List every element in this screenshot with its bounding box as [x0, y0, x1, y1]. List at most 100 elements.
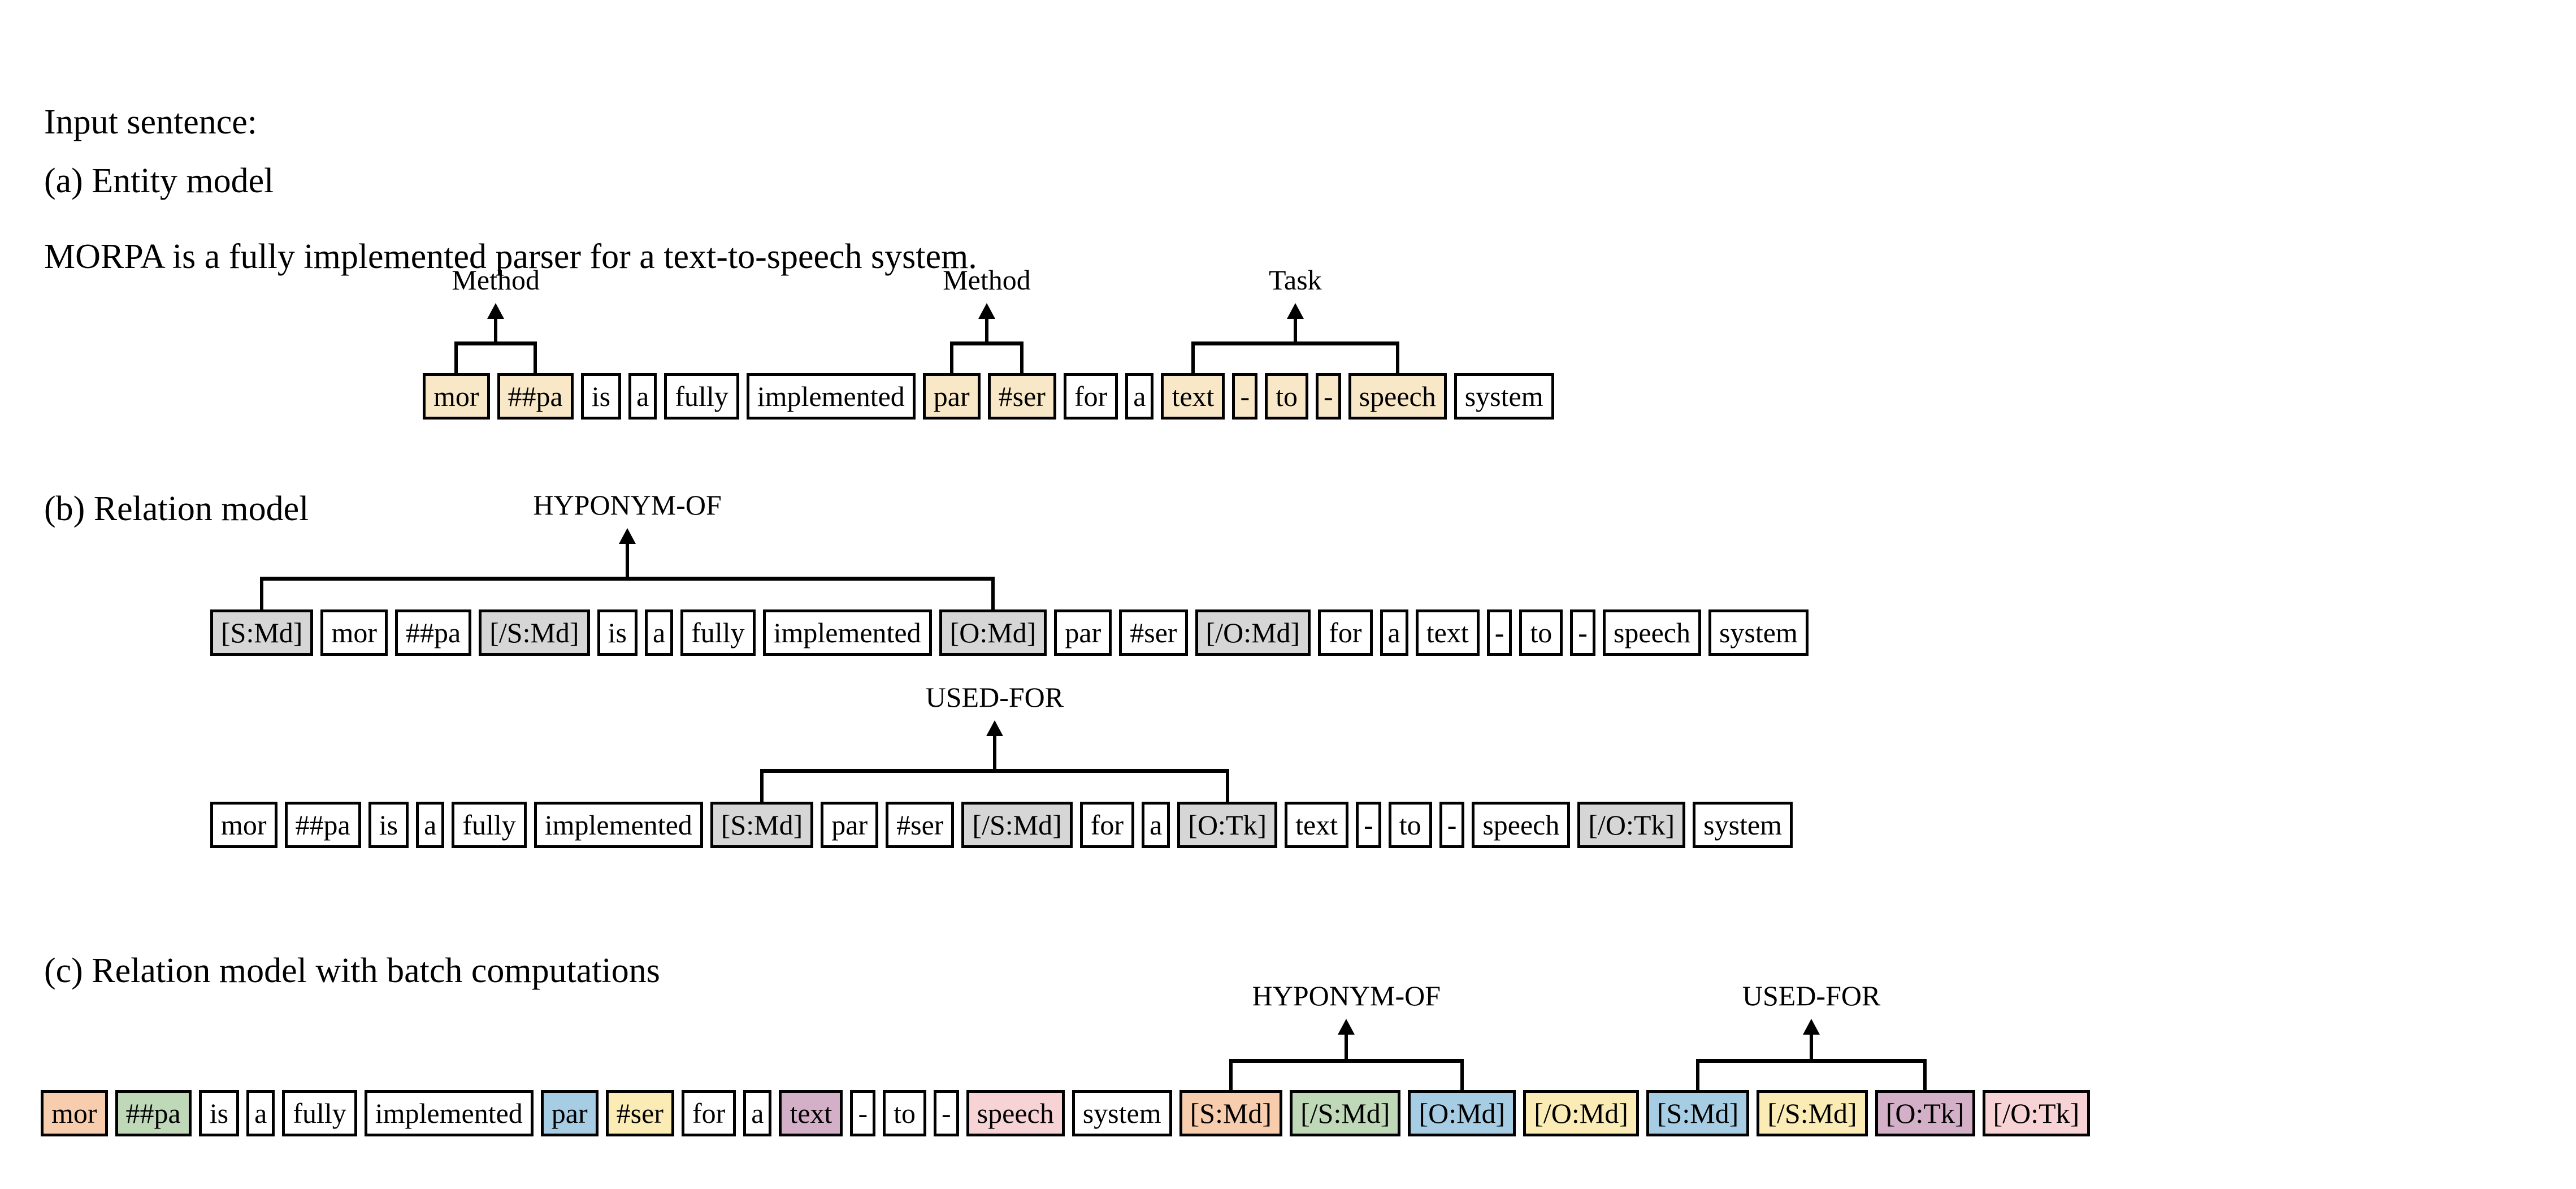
bracket-arrow-head: [986, 720, 1003, 736]
bracket-horizontal-bar: [260, 577, 995, 581]
bracket-arrow-stem: [1810, 1034, 1814, 1059]
relation-type-label: HYPONYM-OF: [533, 489, 722, 521]
bracket-arrow-stem: [626, 543, 630, 577]
relation-model-row-2-token: system: [1693, 802, 1793, 848]
relation-model-row-2-token: to: [1388, 802, 1432, 848]
batch-model-token: system: [1072, 1090, 1172, 1136]
relation-type-label: USED-FOR: [1742, 980, 1881, 1011]
relation-model-row-2-token: [S:Md]: [710, 802, 814, 848]
batch-model-token: par: [540, 1090, 599, 1136]
bracket-arrow-stem: [992, 735, 996, 769]
batch-model-token: is: [198, 1090, 240, 1136]
relation-model-row-2-token: [/S:Md]: [961, 802, 1073, 848]
input-sentence-text: MORPA is a fully implemented parser for …: [44, 237, 977, 276]
relation-model-row-2-token: for: [1079, 802, 1135, 848]
input-sentence-block: Input sentence: MORPA is a fully impleme…: [44, 10, 977, 369]
entity-model-token: #ser: [987, 373, 1056, 420]
relation-model-row-1-token: [S:Md]: [210, 609, 314, 656]
bracket-arrow-head: [978, 303, 995, 319]
batch-model-token: text: [779, 1090, 843, 1136]
bracket-arrow-stem: [1293, 318, 1297, 341]
relation-model-row-2-token: -: [1439, 802, 1465, 848]
bracket-horizontal-bar: [1229, 1059, 1464, 1063]
batch-model-token: for: [681, 1090, 736, 1136]
entity-model-token: implemented: [746, 373, 916, 420]
entity-model-token: -: [1232, 373, 1258, 420]
entity-model-token: is: [580, 373, 622, 420]
relation-model-row-2-token: mor: [210, 802, 277, 848]
relation-model-row-1-token: fully: [680, 609, 756, 656]
relation-model-row-1-token: to: [1519, 609, 1563, 656]
relation-model-row-2-token: speech: [1472, 802, 1571, 848]
section-heading-relation-model: (b) Relation model: [44, 490, 309, 528]
batch-model-token: -: [850, 1090, 876, 1136]
batch-model-token: mor: [41, 1090, 108, 1136]
relation-model-row-1-token: [/S:Md]: [479, 609, 590, 656]
input-sentence-label: Input sentence:: [44, 102, 258, 141]
entity-model-token: ##pa: [497, 373, 574, 420]
relation-model-row-1-token: a: [644, 609, 674, 656]
relation-model-row-2-token: ##pa: [284, 802, 361, 848]
batch-model-token: a: [743, 1090, 772, 1136]
relation-model-row-1-token: [/O:Md]: [1195, 609, 1311, 656]
relation-model-row-2-token: implemented: [534, 802, 703, 848]
entity-type-label: Method: [452, 264, 540, 296]
bracket-arrow-head: [1338, 1019, 1355, 1035]
section-heading-batch-relation-model: (c) Relation model with batch computatio…: [44, 952, 660, 990]
relation-model-row-2-token: -: [1356, 802, 1381, 848]
batch-model-token: to: [883, 1090, 927, 1136]
batch-model-token: [/S:Md]: [1757, 1090, 1868, 1136]
entity-model-token: for: [1063, 373, 1118, 420]
relation-model-row-2-token: #ser: [886, 802, 955, 848]
relation-model-row-1-token: mor: [320, 609, 388, 656]
relation-model-row-1-token: system: [1708, 609, 1809, 656]
batch-model-token: [/O:Tk]: [1982, 1090, 2091, 1136]
relation-model-row-1-token: -: [1486, 609, 1512, 656]
entity-model-token: a: [628, 373, 657, 420]
relation-model-row-1-token: text: [1415, 609, 1480, 656]
entity-type-label: Method: [943, 264, 1031, 296]
bracket-horizontal-bar: [1696, 1059, 1927, 1063]
relation-model-row-1-token: speech: [1602, 609, 1701, 656]
relation-model-row-2-token: [O:Tk]: [1177, 802, 1278, 848]
relation-model-row-1-token: for: [1318, 609, 1373, 656]
batch-model-token: [O:Tk]: [1875, 1090, 1975, 1136]
relation-model-row-1-token: -: [1570, 609, 1595, 656]
bracket-arrow-stem: [985, 318, 988, 341]
entity-model-token: mor: [423, 373, 490, 420]
relation-model-row-2-token: is: [368, 802, 409, 848]
entity-type-label: Task: [1268, 264, 1322, 296]
relation-model-row-1-token: ##pa: [395, 609, 472, 656]
batch-model-token: [/S:Md]: [1290, 1090, 1401, 1136]
batch-model-token: [S:Md]: [1646, 1090, 1750, 1136]
batch-model-token: implemented: [364, 1090, 534, 1136]
relation-type-label: HYPONYM-OF: [1252, 980, 1441, 1011]
entity-model-token: -: [1316, 373, 1341, 420]
batch-model-token: [/O:Md]: [1523, 1090, 1639, 1136]
bracket-arrow-head: [619, 528, 636, 544]
relation-model-row-2-token: [/O:Tk]: [1577, 802, 1686, 848]
entity-model-token: to: [1265, 373, 1309, 420]
relation-type-label: USED-FOR: [925, 681, 1064, 713]
relation-model-row-2-token: a: [1142, 802, 1170, 848]
relation-model-row-2-token: text: [1285, 802, 1349, 848]
entity-model-token: system: [1454, 373, 1554, 420]
batch-model-token: ##pa: [115, 1090, 192, 1136]
section-heading-entity-model: (a) Entity model: [44, 162, 274, 200]
batch-model-token: #ser: [605, 1090, 674, 1136]
entity-model-token: fully: [664, 373, 739, 420]
relation-model-row-1-token: a: [1380, 609, 1408, 656]
entity-model-token: text: [1161, 373, 1225, 420]
bracket-horizontal-bar: [1191, 341, 1399, 345]
relation-model-row-2-token: a: [416, 802, 445, 848]
entity-model-token: par: [922, 373, 981, 420]
entity-model-token: speech: [1348, 373, 1447, 420]
relation-model-row-1-token: [O:Md]: [939, 609, 1047, 656]
entity-model-token: a: [1125, 373, 1154, 420]
relation-model-row-1-token: is: [597, 609, 638, 656]
bracket-arrow-head: [1286, 303, 1304, 319]
